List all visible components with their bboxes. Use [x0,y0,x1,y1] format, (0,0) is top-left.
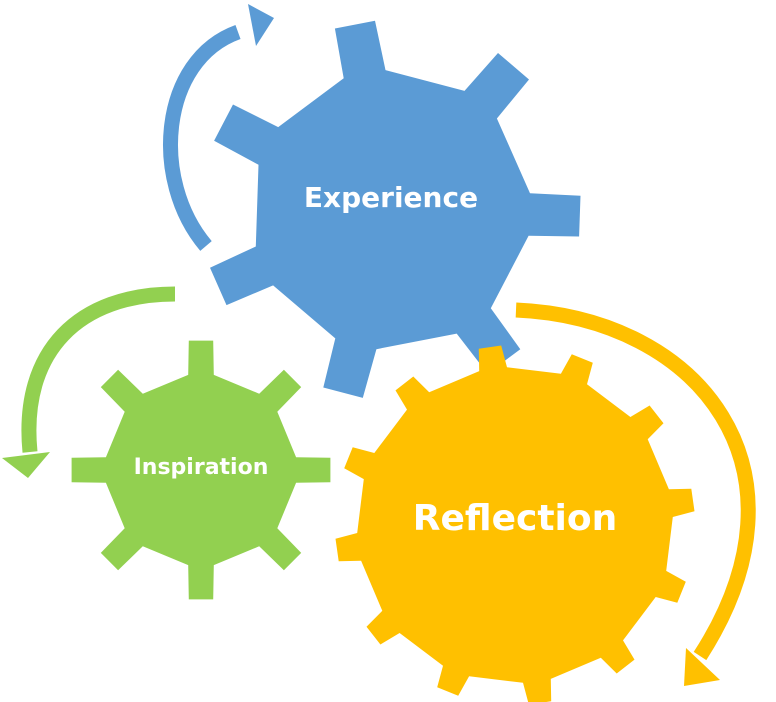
gear-inspiration-label: Inspiration [134,455,269,480]
cycle-arrow-green [2,286,176,478]
arrow-blue-head [248,4,274,46]
arrow-yellow-shaft [515,302,756,661]
gear-experience-shape [210,20,581,398]
gear-reflection-label: Reflection [413,498,618,539]
arrow-green-shaft [21,286,176,453]
gear-experience-label: Experience [304,181,478,214]
arrow-green-head [2,452,50,478]
gear-inspiration-shape [71,340,331,600]
arrow-blue-shaft [163,24,241,251]
arrow-yellow-head [684,648,720,686]
gear-reflection: Reflection [335,345,695,702]
gear-inspiration: Inspiration [71,340,331,600]
cycle-arrow-blue [163,4,274,251]
gear-experience: Experience [210,20,581,398]
cycle-arrow-yellow [515,302,756,686]
gear-reflection-shape [335,345,695,702]
